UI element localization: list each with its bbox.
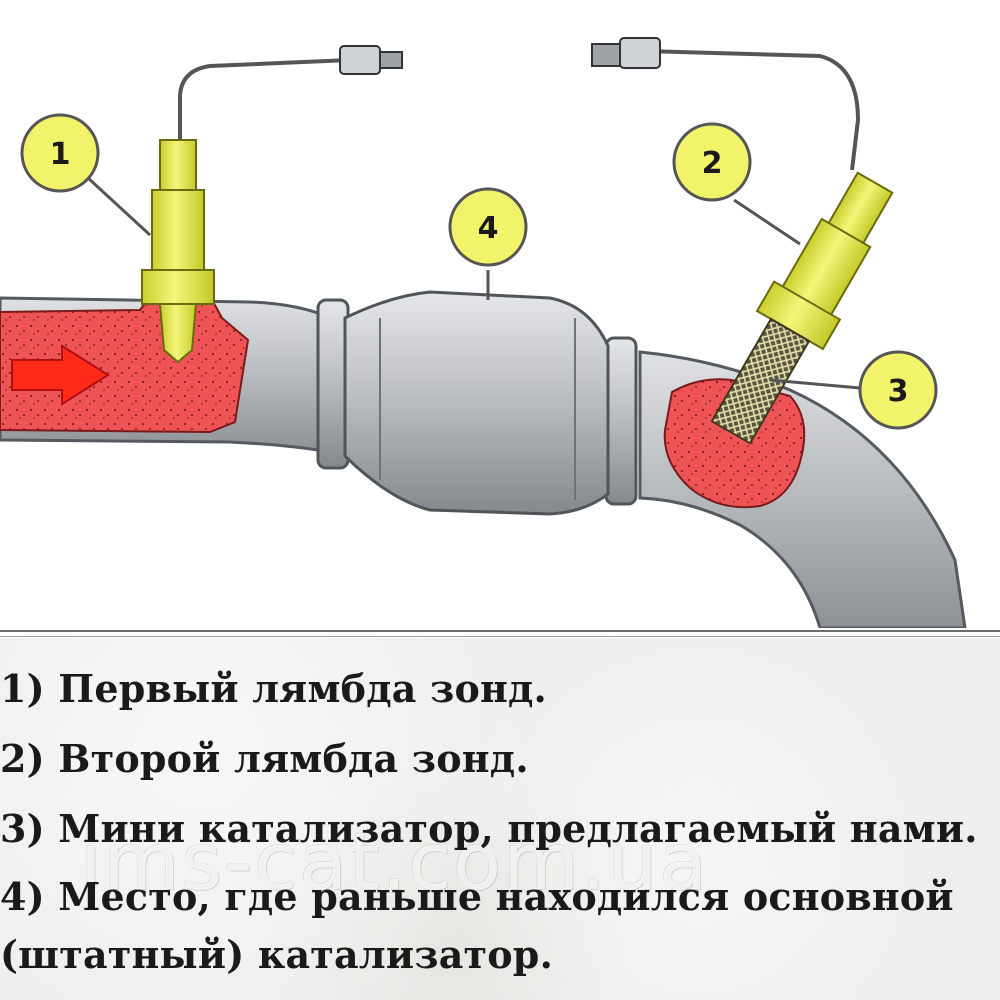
divider-line [0,630,1000,632]
legend-item-3: 3) Мини катализатор, предлагаемый нами. [0,806,978,851]
callout-4: 4 [448,187,528,267]
second-lambda-probe [591,37,894,445]
svg-text:1: 1 [50,137,71,172]
legend-item-4-continued: (штатный) катализатор. [0,932,554,977]
legend-item-4: 4) Место, где раньше находился основной [0,874,954,919]
divider-line-secondary [0,636,1000,637]
svg-text:2: 2 [702,146,723,181]
legend-item-2: 2) Второй лямбда зонд. [0,736,529,781]
callout-3: 3 [858,350,938,430]
exhaust-system-diagram: 1 2 3 4 [0,37,967,628]
svg-text:3: 3 [888,374,909,409]
first-lambda-probe [141,45,403,364]
legend-panel: ims-cat.com.ua 1) Первый лямбда зонд. 2)… [0,638,1000,1000]
watermark: ims-cat.com.ua [80,818,710,908]
svg-text:4: 4 [478,211,499,246]
callout-1: 1 [20,113,100,193]
flow-arrow-icon [11,344,110,406]
callout-2: 2 [672,122,752,202]
legend-item-1: 1) Первый лямбда зонд. [0,666,547,711]
main-catalyst-housing [343,290,610,516]
